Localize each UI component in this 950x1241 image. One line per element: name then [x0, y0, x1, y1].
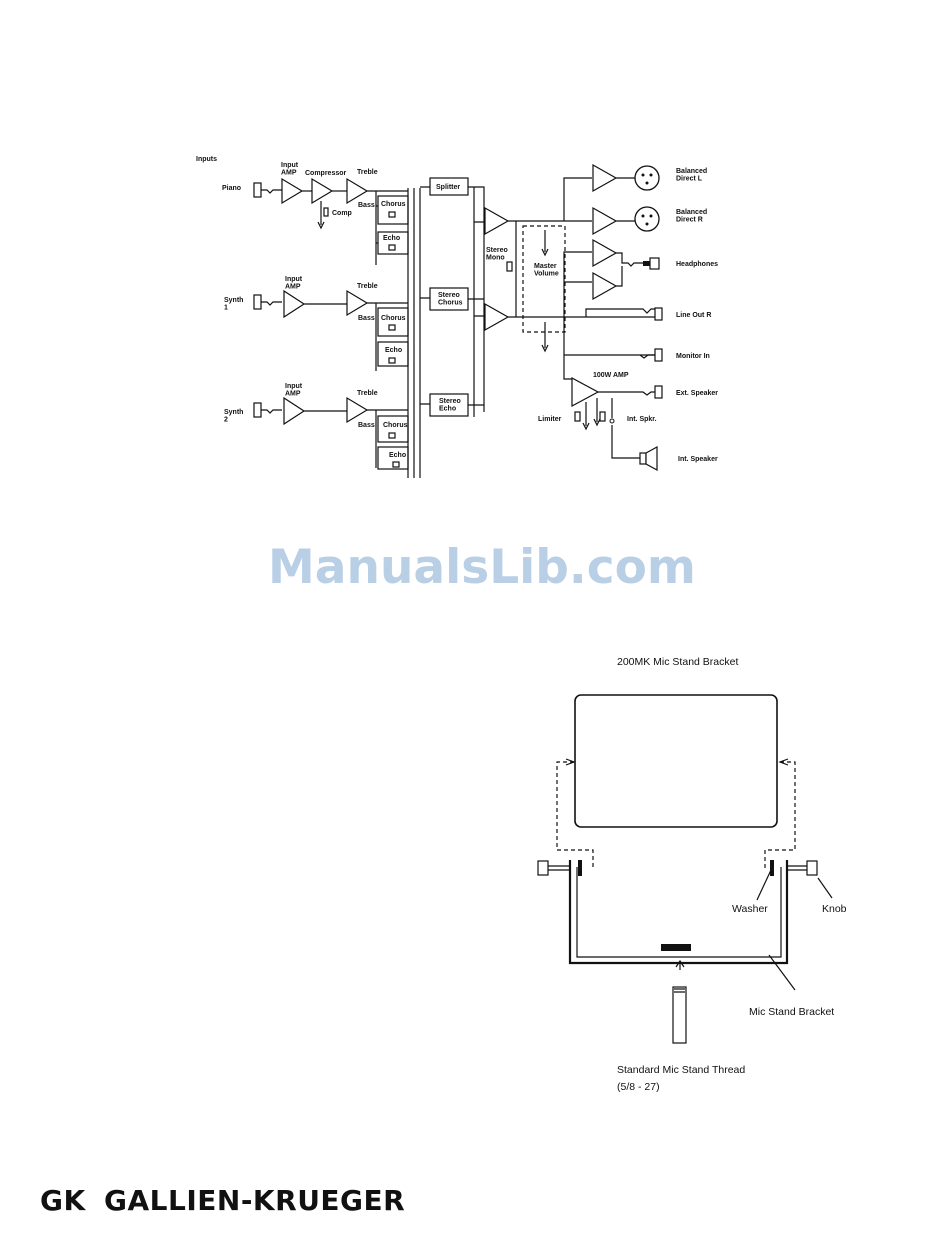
thread-insert [661, 944, 691, 951]
inputs-heading: Inputs [196, 156, 217, 163]
amp-cabinet [574, 694, 778, 828]
treble-label-synth2: Treble [357, 390, 378, 397]
xlr-connector-r [634, 206, 660, 232]
input-amp-synth1 [283, 289, 306, 319]
input-jack-synth2 [253, 402, 262, 418]
treble-bass-eq-synth1 [346, 289, 369, 317]
knob-right [806, 860, 818, 876]
chorus-label-synth1: Chorus [381, 315, 406, 322]
echo-label-synth2: Echo [389, 452, 406, 459]
input-label-piano: Piano [222, 185, 241, 192]
line-out-jack [654, 307, 663, 321]
input-jack-synth1 [253, 294, 262, 310]
logo-text: GALLIEN-KRUEGER [104, 1184, 405, 1217]
mic-stand-tube [672, 986, 687, 1044]
headphone-amp-lower [592, 271, 618, 301]
gallien-krueger-logo: GK GALLIEN-KRUEGER [40, 1184, 405, 1217]
knob-label: Knob [822, 903, 847, 915]
bass-label-piano: Bass [358, 202, 375, 209]
mic-stand-bracket-diagram: 200MK Mic Stand Bracket Washer Knob Mic … [537, 656, 847, 1093]
bass-label-synth2: Bass [358, 422, 375, 429]
output-label-ext-speaker: Ext. Speaker [676, 390, 718, 397]
compressor-label: Compressor [305, 170, 347, 177]
chorus-block-synth1 [377, 307, 409, 337]
bracket-label: Mic Stand Bracket [749, 1006, 834, 1018]
buffer-upper [484, 206, 510, 236]
knob-left [537, 860, 549, 876]
bracket-title: 200MK Mic Stand Bracket [617, 656, 738, 668]
buffer-lower [484, 302, 510, 332]
echo-label-piano: Echo [383, 235, 400, 242]
thread-label-line1: Standard Mic Stand Thread [617, 1064, 745, 1076]
treble-label-synth1: Treble [357, 283, 378, 290]
bass-label-synth1: Bass [358, 315, 375, 322]
buffer-direct-r [592, 206, 618, 236]
power-amp [571, 376, 600, 408]
power-amp-label: 100W AMP [593, 372, 629, 379]
int-spkr-label: Int. Spkr. [627, 416, 657, 423]
washer-label: Washer [732, 903, 768, 915]
thread-label-line2: (5/8 - 27) [617, 1081, 660, 1093]
headphone-amp-upper [592, 238, 618, 268]
watermark: ManualsLib.com [268, 540, 696, 595]
splitter-label: Splitter [436, 184, 460, 191]
limiter-label: Limiter [538, 416, 562, 423]
input-jack-piano [253, 182, 262, 198]
chorus-block-piano [377, 195, 409, 225]
input-amp-piano [281, 177, 304, 205]
chorus-label-piano: Chorus [381, 201, 406, 208]
output-label-monitor-in: Monitor In [676, 353, 710, 360]
output-label-int-speaker: Int. Speaker [678, 456, 718, 463]
headphones-jack [649, 257, 660, 270]
input-amp-synth2 [283, 396, 306, 426]
chorus-label-synth2: Chorus [383, 422, 408, 429]
master-volume-box [522, 225, 566, 333]
echo-label-synth1: Echo [385, 347, 402, 354]
xlr-connector-l [634, 165, 660, 191]
output-label-headphones: Headphones [676, 261, 718, 268]
treble-bass-eq-piano [346, 177, 369, 205]
int-speaker-icon [645, 445, 658, 472]
ext-speaker-jack [654, 385, 663, 399]
treble-bass-eq-synth2 [346, 396, 369, 424]
buffer-direct-l [592, 163, 618, 193]
monitor-in-jack [654, 348, 663, 362]
compressor-triangle [311, 177, 334, 205]
treble-label-piano: Treble [357, 169, 378, 176]
comp-label: Comp [332, 210, 352, 217]
output-label-line-out: Line Out R [676, 312, 711, 319]
logo-mark: GK [40, 1184, 86, 1217]
